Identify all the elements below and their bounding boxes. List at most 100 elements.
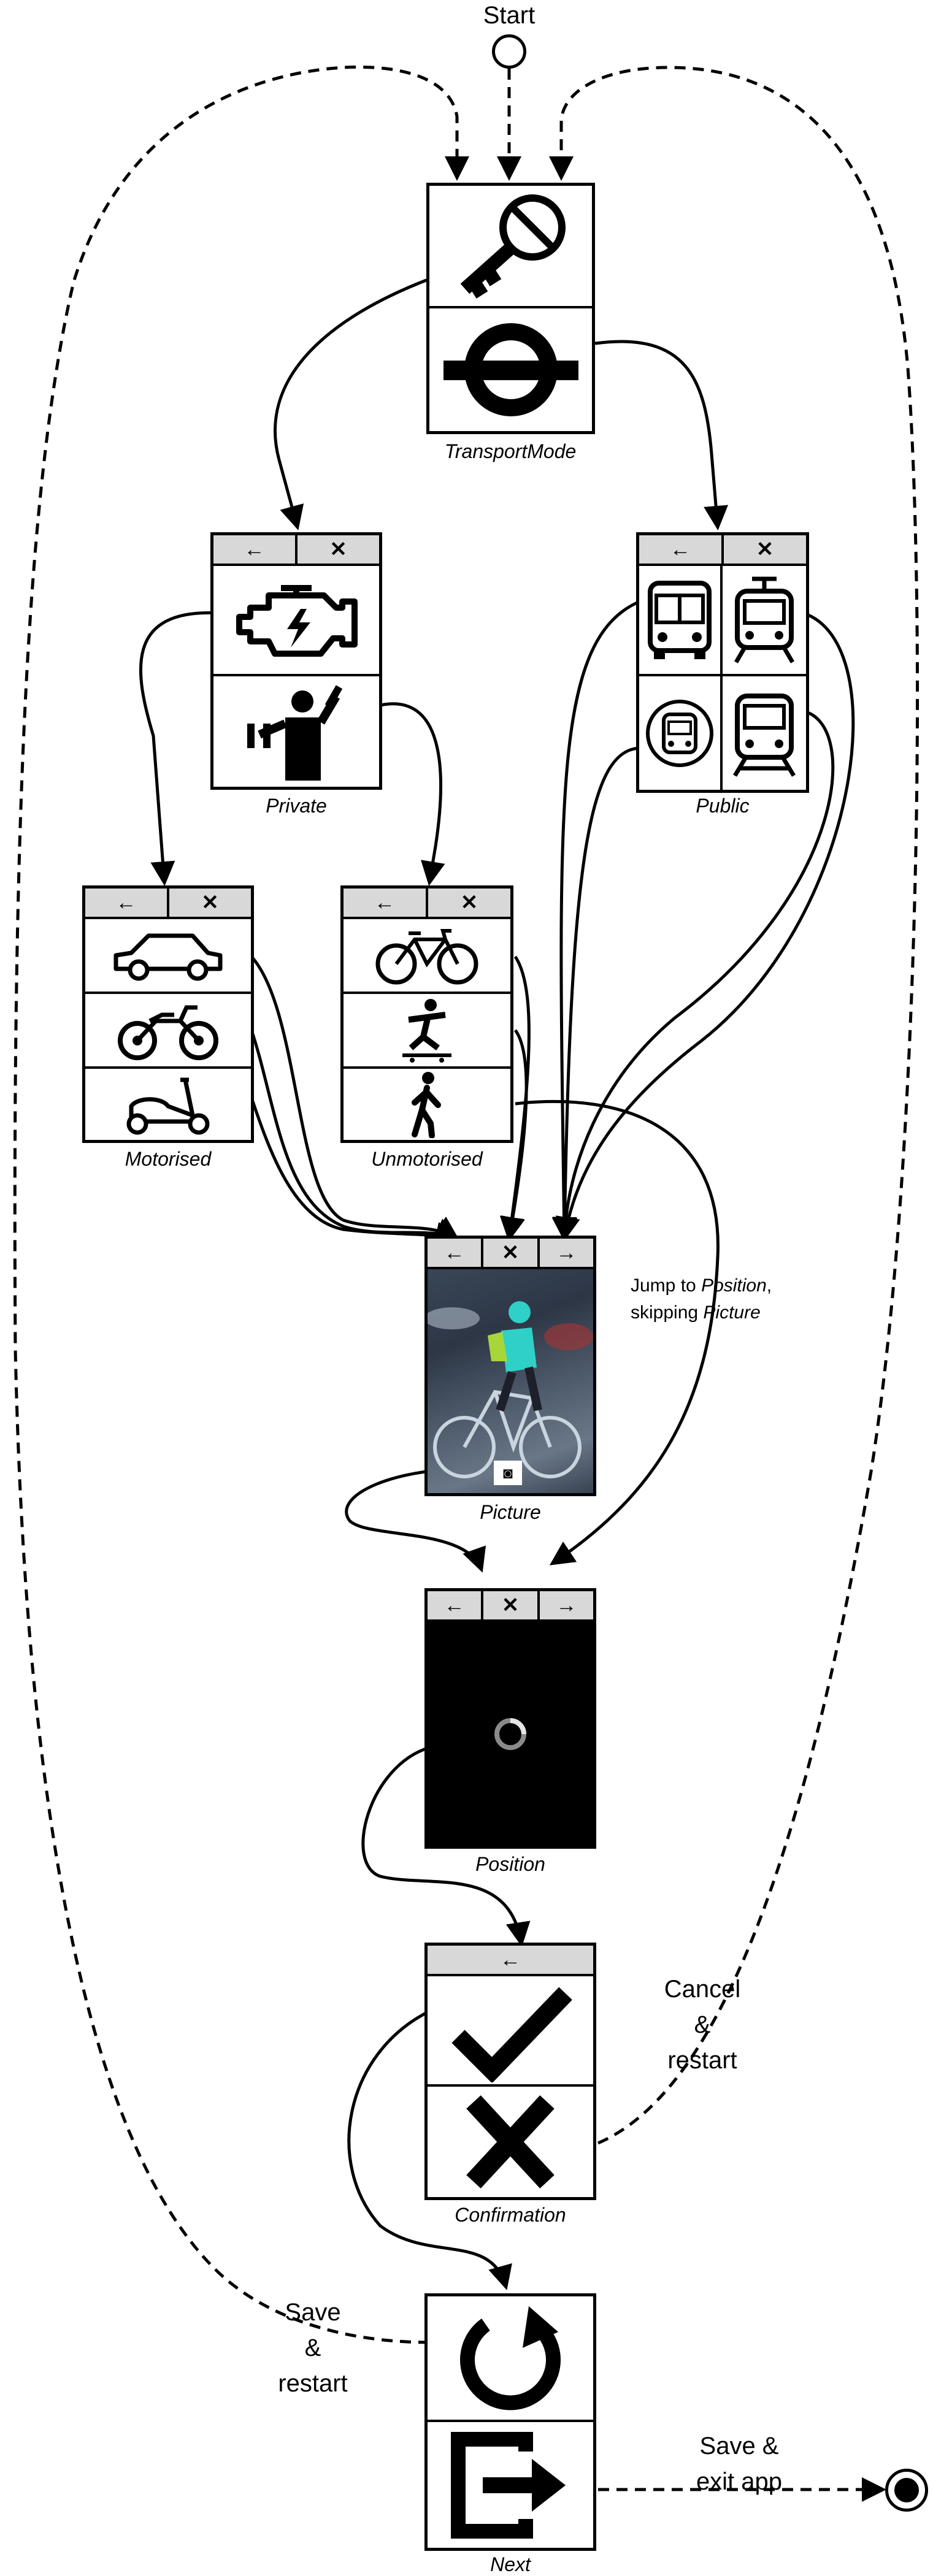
close-button[interactable]: ✕ <box>483 1239 540 1267</box>
option-confirm[interactable] <box>428 1976 593 2087</box>
close-button[interactable]: ✕ <box>483 1591 540 1619</box>
exit-icon <box>451 2431 566 2539</box>
camera-icon[interactable]: ◙ <box>494 1461 522 1485</box>
screen-confirmation[interactable]: ← <box>424 1943 596 2200</box>
tram-icon <box>734 576 795 663</box>
cancel-text-3: restart <box>667 2047 737 2074</box>
screen-private[interactable]: ← ✕ <box>210 532 382 790</box>
forward-button[interactable]: → <box>556 1241 577 1264</box>
close-button[interactable]: ✕ <box>460 891 478 914</box>
option-restart[interactable] <box>428 2296 593 2422</box>
option-motorcycle[interactable] <box>85 994 251 1069</box>
forward-button[interactable]: → <box>556 1594 577 1617</box>
close-button[interactable]: ✕ <box>329 538 347 561</box>
caption-next: Next <box>490 2553 531 2575</box>
camera-preview: ◙ <box>428 1269 593 1493</box>
cancel-restart-label: Cancel & restart <box>635 1971 770 2078</box>
motorcycle-icon <box>118 1005 218 1060</box>
map-placeholder <box>428 1622 593 1846</box>
screen-picture[interactable]: ← ✕ → ◙ <box>424 1236 596 1496</box>
caption-picture: Picture <box>480 1501 541 1523</box>
caption-confirmation: Confirmation <box>455 2204 566 2226</box>
jump-text-4: skipping <box>631 1302 704 1323</box>
caption-position: Position <box>475 1853 545 1875</box>
cancel-restart-loop <box>549 66 920 2145</box>
close-button[interactable]: ✕ <box>201 891 219 914</box>
screen-position[interactable]: ← ✕ → <box>424 1588 596 1849</box>
option-unmotorised[interactable] <box>213 676 379 787</box>
jump-text-2: Position <box>701 1275 767 1296</box>
walking-icon <box>412 1072 441 1138</box>
nav-bar: ← <box>428 1946 593 1976</box>
screen-next[interactable] <box>424 2293 596 2551</box>
back-button[interactable]: ← <box>500 1948 521 1971</box>
car-icon <box>113 933 223 981</box>
spinner-icon <box>494 1718 526 1750</box>
exit-text-2: exit app <box>696 2468 783 2495</box>
back-button[interactable]: ← <box>428 1591 484 1619</box>
nav-bar: ← ✕ → <box>428 1591 593 1622</box>
weightlifter-icon <box>247 685 343 781</box>
jump-text-3: , <box>766 1275 772 1296</box>
cyclist-photo <box>428 1269 593 1493</box>
jump-label: Jump to Position, skipping Picture <box>631 1272 772 1326</box>
cancel-text-2: & <box>694 2011 711 2038</box>
option-bicycle[interactable] <box>344 919 510 994</box>
option-exit[interactable] <box>428 2422 593 2548</box>
option-skateboard[interactable] <box>344 994 510 1069</box>
option-bus-stop[interactable] <box>639 676 723 790</box>
caption-transport-mode: TransportMode <box>444 440 577 462</box>
key-icon <box>460 194 566 299</box>
close-button[interactable]: ✕ <box>756 538 774 561</box>
nav-bar: ← ✕ <box>213 535 379 566</box>
bus-icon <box>648 581 712 659</box>
back-button[interactable]: ← <box>213 535 298 564</box>
engine-icon <box>236 585 358 657</box>
save-text-2: & <box>304 2334 321 2361</box>
option-train[interactable] <box>723 676 806 790</box>
back-button[interactable]: ← <box>344 889 428 917</box>
option-motorised[interactable] <box>213 566 379 676</box>
save-exit-label: Save & exit app <box>662 2428 816 2499</box>
option-cancel[interactable] <box>428 2087 593 2197</box>
end-node <box>885 2469 928 2512</box>
save-restart-loop <box>13 65 469 2344</box>
back-button[interactable]: ← <box>639 535 724 564</box>
back-button[interactable]: ← <box>428 1239 484 1267</box>
checkmark-icon <box>451 1987 572 2082</box>
start-label: Start <box>483 2 536 29</box>
option-walking[interactable] <box>344 1069 510 1140</box>
nav-bar: ← ✕ <box>639 535 806 566</box>
save-text-3: restart <box>278 2370 348 2397</box>
caption-unmotorised: Unmotorised <box>371 1148 483 1170</box>
scooter-icon <box>126 1077 210 1134</box>
option-bus[interactable] <box>639 566 723 676</box>
nav-bar: ← ✕ <box>344 889 510 919</box>
jump-text-5: Picture <box>703 1302 761 1323</box>
nav-bar: ← ✕ <box>85 889 251 919</box>
train-icon <box>732 693 796 777</box>
start-node <box>492 34 526 69</box>
option-car[interactable] <box>85 919 251 994</box>
option-private[interactable] <box>429 186 592 308</box>
cancel-text-1: Cancel <box>664 1976 741 2003</box>
underground-roundel-icon <box>443 323 578 416</box>
back-button[interactable]: ← <box>85 889 169 917</box>
screen-transport-mode[interactable] <box>426 183 595 434</box>
skateboard-icon <box>402 999 451 1063</box>
screen-motorised[interactable]: ← ✕ <box>82 885 254 1143</box>
option-scooter[interactable] <box>85 1069 251 1140</box>
caption-private: Private <box>266 795 327 817</box>
save-restart-label: Save & restart <box>245 2295 380 2401</box>
option-tram[interactable] <box>723 566 806 676</box>
bus-stop-icon <box>646 699 713 767</box>
restart-icon <box>460 2306 561 2410</box>
caption-public: Public <box>696 795 750 817</box>
screen-public[interactable]: ← ✕ <box>636 532 809 793</box>
bicycle-icon <box>375 929 478 985</box>
save-text-1: Save <box>285 2299 341 2326</box>
screen-unmotorised[interactable]: ← ✕ <box>340 885 513 1143</box>
jump-text-1: Jump to <box>631 1275 702 1296</box>
caption-motorised: Motorised <box>125 1148 212 1170</box>
option-public[interactable] <box>429 308 592 431</box>
